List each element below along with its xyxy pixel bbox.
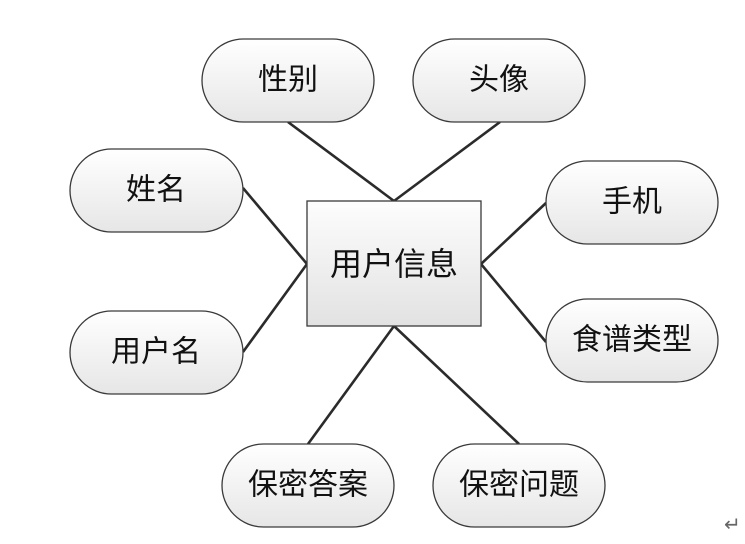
entity-user-info: 用户信息 [306,200,482,327]
paragraph-mark: ↵ [724,512,741,536]
connector-username [241,263,309,353]
attribute-pill [69,148,244,233]
attribute-label: 手机 [602,185,662,220]
connector-avatar [393,120,501,203]
attribute-label: 食谱类型 [572,323,692,358]
attribute-security-question: 保密问题 [432,443,606,528]
connector-security-question [393,325,520,445]
attribute-phone: 手机 [545,160,719,245]
attribute-security-answer: 保密答案 [221,443,395,528]
entity-label: 用户信息 [330,245,458,283]
attribute-name: 姓名 [69,148,244,233]
attribute-label: 保密答案 [248,468,368,503]
attribute-label: 姓名 [126,173,186,208]
attribute-label: 保密问题 [459,468,579,503]
attribute-avatar: 头像 [412,38,586,123]
connector-phone [480,202,547,265]
attribute-pill [201,38,375,123]
connector-security-answer [306,325,396,445]
attribute-label: 性别 [258,63,318,98]
connector-name [242,187,308,265]
attribute-pill [545,298,719,383]
connector-recipe-type [480,263,547,343]
attribute-pill [412,38,586,123]
attribute-pill [69,310,244,395]
attribute-pill [221,443,395,528]
connectors [241,120,547,445]
attribute-pill [545,160,719,245]
attribute-recipe-type: 食谱类型 [545,298,719,383]
attribute-pill [432,443,606,528]
attribute-label: 头像 [469,63,529,98]
attribute-username: 用户名 [69,310,244,395]
entity-box [306,200,482,327]
attribute-label: 用户名 [111,335,201,370]
attribute-gender: 性别 [201,38,375,123]
connector-gender [287,120,395,203]
